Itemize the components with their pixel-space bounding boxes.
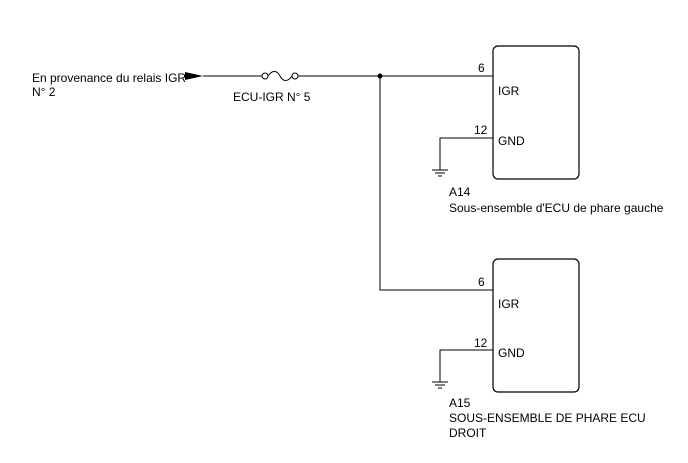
wire-a15-ground xyxy=(439,349,493,382)
fuse-symbol-icon xyxy=(261,71,299,81)
a15-pin-name-gnd: GND xyxy=(498,346,525,360)
ground-a15-icon xyxy=(432,381,448,389)
component-a15: 6 IGR 12 GND A15 SOUS-ENSEMBLE DE PHARE … xyxy=(449,258,646,440)
component-a14: 6 IGR 12 GND A14 Sous-ensemble d'ECU de … xyxy=(449,45,664,215)
source-label-line1: En provenance du relais IGR xyxy=(32,71,186,85)
a14-pin-number-gnd: 12 xyxy=(474,123,488,137)
wire-a14-ground xyxy=(439,137,493,170)
a14-id-label: A14 xyxy=(449,185,471,199)
source-arrow-icon xyxy=(185,72,203,80)
source-label-line2: N° 2 xyxy=(32,85,56,99)
a14-pin-name-gnd: GND xyxy=(498,134,525,148)
a14-name-label: Sous-ensemble d'ECU de phare gauche xyxy=(449,201,664,215)
a15-name-label-line1: SOUS-ENSEMBLE DE PHARE ECU xyxy=(449,411,646,425)
a14-box xyxy=(492,45,580,180)
a15-id-label: A15 xyxy=(449,396,471,410)
a14-pin-name-igr: IGR xyxy=(498,84,520,98)
a15-pin-name-igr: IGR xyxy=(498,297,520,311)
a15-box xyxy=(492,258,580,393)
wire-branch-to-a15 xyxy=(379,76,493,291)
a15-pin-number-igr: 6 xyxy=(478,275,485,289)
a15-name-label-line2: DROIT xyxy=(449,426,487,440)
a15-pin-number-gnd: 12 xyxy=(474,336,488,350)
ground-a14-icon xyxy=(432,169,448,177)
fuse-label: ECU-IGR N° 5 xyxy=(233,90,311,104)
a14-pin-number-igr: 6 xyxy=(478,61,485,75)
